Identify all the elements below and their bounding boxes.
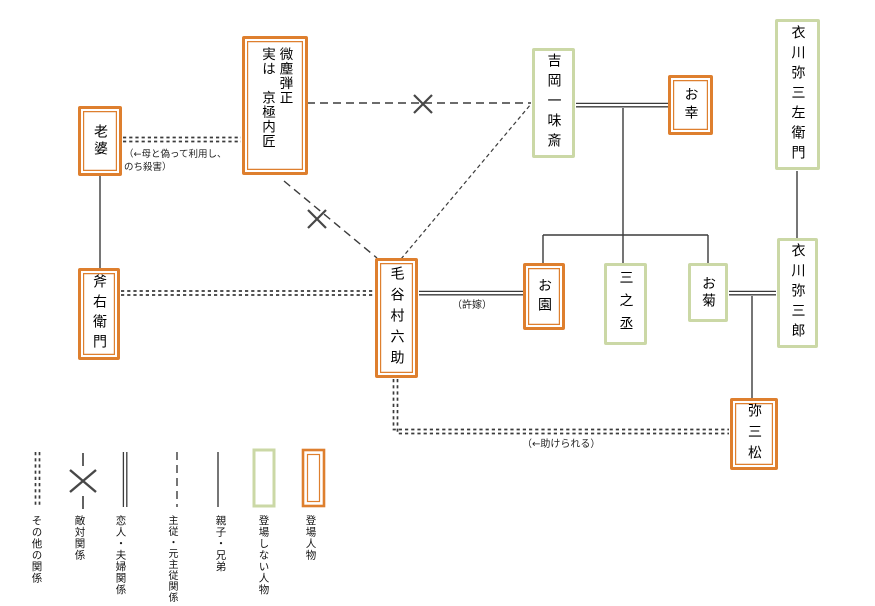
person-box-kinugawa-yasozaemon: 衣川弥三左衛門 [775, 19, 820, 170]
legend-label-non-appearing: 登場しない人物 [257, 515, 270, 596]
x-mark-naiki-rokusuke [307, 209, 327, 229]
other-line-rouba-naiki [123, 136, 241, 143]
enemy-line-naiki-rokusuke [283, 180, 378, 259]
note-line: のち殺害） [124, 161, 172, 173]
person-box-okou: お幸 [668, 75, 713, 135]
legend-label-appearing: 登場人物 [304, 515, 317, 561]
person-box-kinugawa-yasaburo: 衣川弥三郎 [777, 238, 818, 348]
person-box-keyamura-rokusuke: 毛谷村六助 [375, 258, 418, 378]
other-line-rokusuke-yasomatsu [392, 379, 729, 435]
legend-label-parent: 親子・兄弟 [214, 515, 227, 573]
person-box-rouba: 老婆 [78, 106, 122, 176]
note-fiancee: （許嫁） [452, 300, 492, 311]
legend-other-line-symbol [34, 452, 41, 507]
couple-line-rokusuke-osono [419, 290, 523, 296]
person-box-sannojo: 三之丞 [604, 263, 647, 345]
note-mother-deception: （←母と偽って利用し、 のち殺害） [124, 149, 227, 175]
family-tree-ichimisai-children [542, 108, 709, 263]
person-real-name: 実は 京極内匠 [259, 47, 275, 149]
person-name: 三之丞 [617, 269, 634, 339]
person-box-onoemon: 斧右衛門 [78, 268, 120, 360]
legend-appearing-box-symbol [301, 448, 326, 508]
person-box-yasomatsu: 弥三松 [730, 398, 778, 470]
person-name-columns: 微塵弾正 実は 京極内匠 [258, 39, 293, 172]
legend-couple-line-symbol [122, 452, 128, 507]
person-name: 斧右衛門 [91, 274, 108, 354]
x-mark-naiki-ichimisai [413, 94, 433, 114]
person-box-yoshioka-ichimisai: 吉岡一味斎 [532, 48, 575, 158]
person-box-osono: お園 [523, 263, 565, 330]
note-helped: （←助けられる） [522, 439, 601, 450]
legend-label-master: 主従・元主従関係 [166, 515, 177, 603]
person-name: 微塵弾正 [276, 47, 293, 105]
couple-line-okiku-yasaburo [729, 290, 776, 296]
legend-non-appearing-box-symbol [252, 448, 276, 508]
person-name: 弥三松 [746, 402, 763, 466]
note-line: （←母と偽って利用し、 [124, 149, 227, 160]
person-name: 吉岡一味斎 [545, 53, 562, 153]
person-name: お幸 [682, 87, 699, 123]
legend-label-other: その他の関係 [30, 515, 43, 584]
person-box-okiku: お菊 [688, 263, 728, 322]
master-line-rokusuke-ichimisai [400, 103, 532, 260]
legend-label-couple: 恋人・夫婦関係 [114, 515, 127, 596]
person-name: 衣川弥三左衛門 [789, 24, 806, 165]
other-line-onoemon-rokusuke [121, 290, 373, 296]
person-box-kyogoku-naiki: 微塵弾正 実は 京極内匠 [242, 36, 308, 175]
person-name: お菊 [700, 275, 717, 310]
person-name: 老婆 [92, 124, 109, 158]
legend-label-enemy: 敵対関係 [73, 515, 86, 561]
couple-line-ichimisai-okou [576, 102, 668, 108]
legend-enemy-x-symbol [69, 469, 97, 493]
person-name: 毛谷村六助 [388, 265, 405, 371]
person-name: お園 [536, 277, 553, 316]
person-name: 衣川弥三郎 [789, 243, 806, 343]
